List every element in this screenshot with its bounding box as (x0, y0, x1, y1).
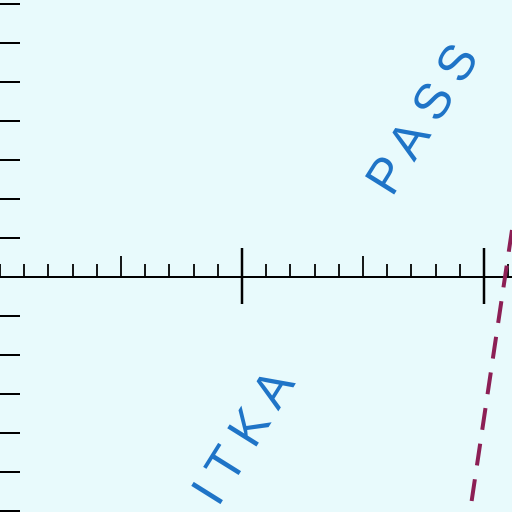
dashed-boundary-line (468, 229, 512, 512)
place-label-upper: PASS (354, 23, 496, 203)
coordinate-grid (0, 3, 512, 512)
place-label-lower: ITKA (180, 349, 312, 512)
